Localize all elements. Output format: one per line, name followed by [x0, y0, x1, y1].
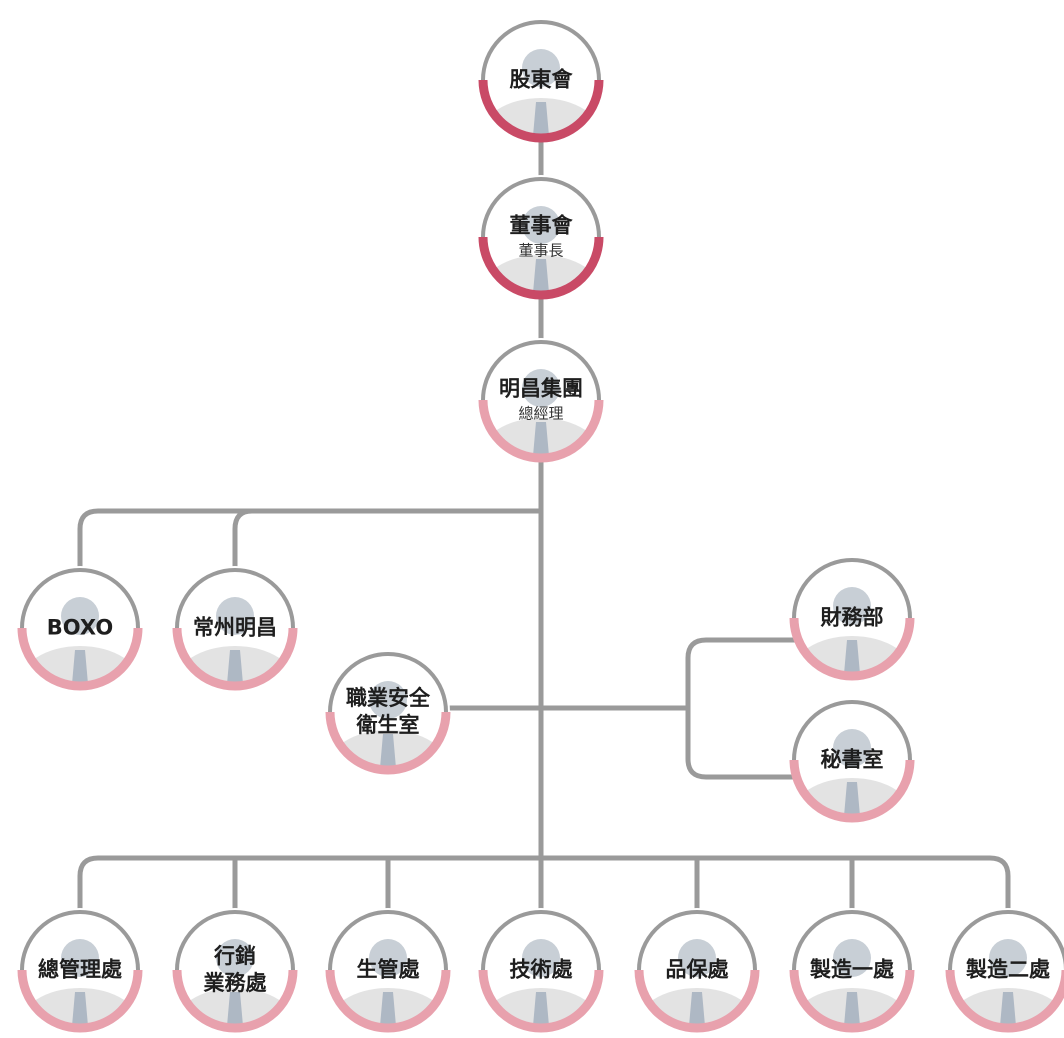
connector-line	[232, 508, 255, 623]
node-title: 財務部	[821, 606, 884, 630]
node-accent-arc	[789, 759, 915, 823]
node-title: 製造二處	[965, 958, 1050, 982]
node-accent-arc	[17, 627, 143, 691]
connector-line	[77, 855, 1011, 973]
org-node: 常州明昌	[172, 566, 298, 691]
node-title: 秘書室	[821, 748, 884, 772]
org-node: 製造二處	[945, 908, 1064, 1033]
node-title: 品保處	[666, 958, 729, 982]
person-avatar-icon	[794, 729, 910, 818]
node-title: BOXO	[47, 616, 113, 640]
org-node: 技術處	[478, 908, 604, 1033]
node-accent-arc	[325, 969, 451, 1033]
org-node: 總管理處	[17, 908, 143, 1033]
org-node: 生管處	[325, 908, 451, 1033]
org-node: BOXO	[17, 566, 143, 691]
connector-line	[77, 508, 544, 623]
node-title: 生管處	[357, 958, 420, 982]
person-avatar-icon	[950, 939, 1064, 1028]
node-title: 常州明昌	[193, 616, 277, 640]
org-node: 製造一處	[789, 908, 915, 1033]
node-title: 明昌集團	[499, 377, 583, 401]
org-node: 秘書室	[789, 698, 915, 823]
node-accent-arc	[172, 969, 298, 1033]
node-accent-arc	[478, 79, 604, 143]
node-accent-arc	[478, 399, 604, 463]
org-node: 行銷業務處	[172, 908, 298, 1033]
org-node: 股東會	[478, 18, 604, 143]
node-accent-arc	[789, 617, 915, 681]
node-accent-arc	[17, 969, 143, 1033]
node-accent-arc	[478, 236, 604, 300]
node-title: 職業安全衛生室	[346, 686, 431, 737]
node-accent-arc	[789, 969, 915, 1033]
node-subtitle: 董事長	[518, 242, 563, 260]
node-accent-arc	[325, 711, 451, 775]
node-title: 股東會	[510, 68, 574, 92]
org-node: 財務部	[789, 556, 915, 681]
node-accent-arc	[945, 969, 1064, 1033]
node-subtitle: 總經理	[518, 405, 563, 423]
node-accent-arc	[634, 969, 760, 1033]
connector-line	[685, 637, 855, 780]
node-title: 技術處	[510, 958, 573, 982]
node-title: 製造一處	[809, 958, 894, 982]
person-avatar-icon	[177, 939, 293, 1028]
org-node: 職業安全衛生室	[325, 650, 451, 775]
node-title: 董事會	[510, 214, 574, 238]
node-title: 行銷業務處	[204, 944, 267, 995]
node-accent-arc	[478, 969, 604, 1033]
org-node: 品保處	[634, 908, 760, 1033]
node-title: 總管理處	[38, 958, 122, 982]
node-accent-arc	[172, 627, 298, 691]
